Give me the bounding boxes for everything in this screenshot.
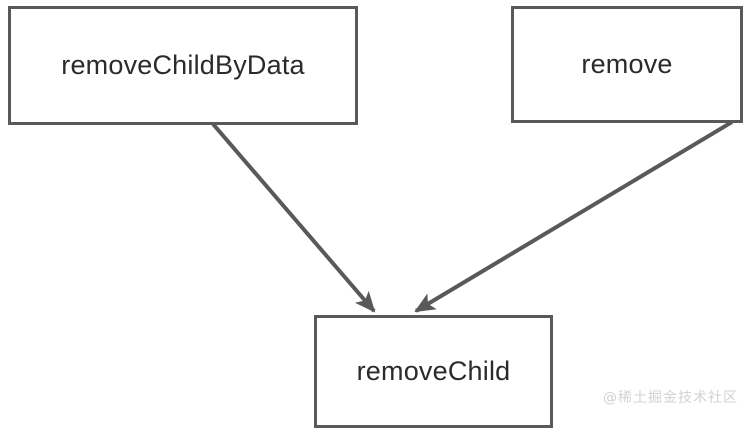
edge-remove-to-removeChild <box>414 120 734 313</box>
node-remove-child[interactable]: removeChild <box>314 315 553 428</box>
node-label: remove <box>581 49 673 79</box>
node-remove-child-by-data[interactable]: removeChildByData <box>8 6 358 125</box>
node-remove[interactable]: remove <box>511 6 743 123</box>
edge-removeChildByData-to-removeChild <box>211 122 376 313</box>
watermark: @稀土掘金技术社区 <box>603 390 738 406</box>
node-label: removeChildByData <box>61 50 305 80</box>
node-label: removeChild <box>356 356 511 386</box>
